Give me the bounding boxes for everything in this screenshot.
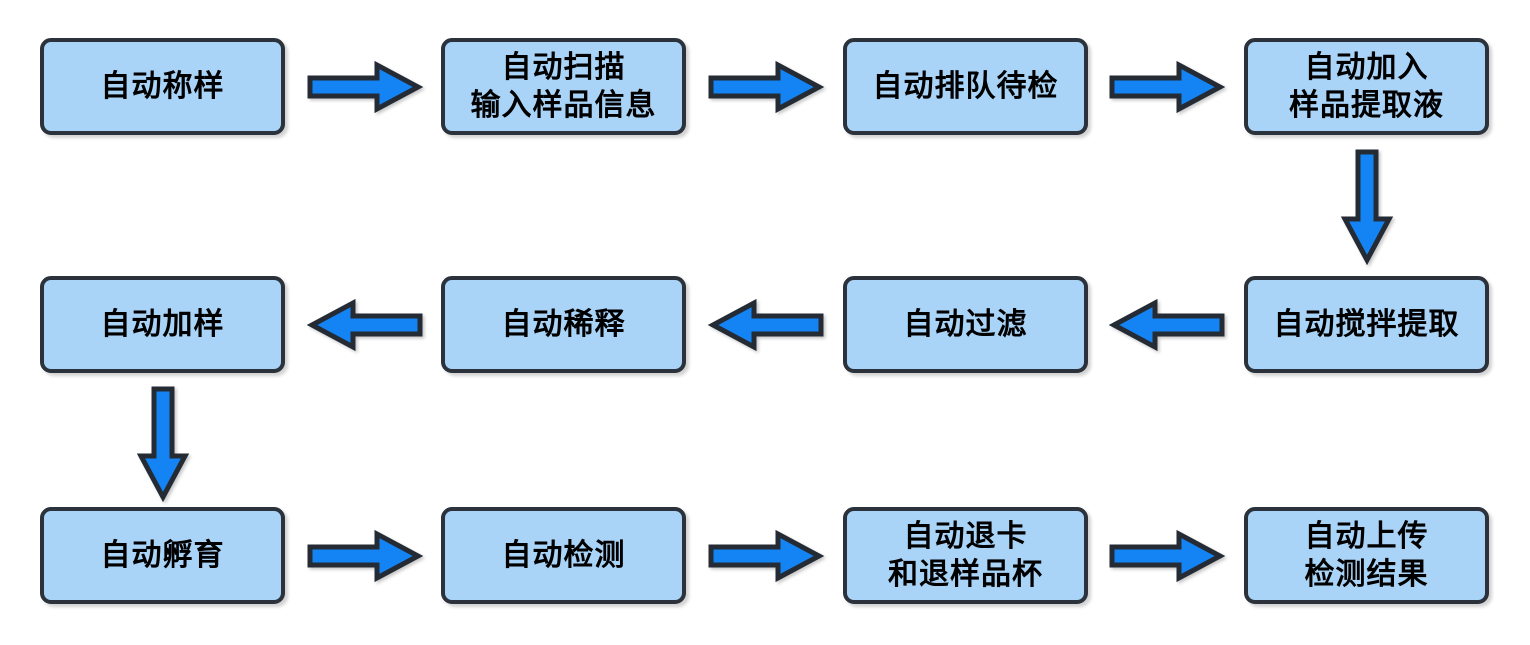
flow-node-auto-detect: 自动检测 <box>441 507 686 604</box>
flow-node-auto-filter: 自动过滤 <box>843 276 1088 373</box>
flow-node-auto-incubate: 自动孵育 <box>40 507 285 604</box>
arrow-right-icon <box>1108 60 1226 114</box>
flow-node-auto-upload-results: 自动上传 检测结果 <box>1244 507 1489 604</box>
arrow-right-icon <box>1108 529 1226 583</box>
flow-node-auto-queue: 自动排队待检 <box>843 38 1088 135</box>
arrow-left-icon <box>707 298 825 352</box>
flow-node-auto-stir-extract: 自动搅拌提取 <box>1244 276 1489 373</box>
arrow-right-icon <box>707 529 825 583</box>
flow-node-auto-scan-input: 自动扫描 输入样品信息 <box>441 38 686 135</box>
arrow-left-icon <box>306 298 424 352</box>
flow-node-auto-dilute: 自动稀释 <box>441 276 686 373</box>
arrow-right-icon <box>707 60 825 114</box>
flow-node-auto-add-extractant: 自动加入 样品提取液 <box>1244 38 1489 135</box>
arrow-right-icon <box>306 60 424 114</box>
flow-node-auto-dispense: 自动加样 <box>40 276 285 373</box>
flow-node-auto-weighing: 自动称样 <box>40 38 285 135</box>
arrow-down-icon <box>136 385 190 503</box>
arrow-right-icon <box>306 529 424 583</box>
arrow-left-icon <box>1108 298 1226 352</box>
arrow-down-icon <box>1340 148 1394 266</box>
flow-node-auto-eject-card-cup: 自动退卡 和退样品杯 <box>843 507 1088 604</box>
